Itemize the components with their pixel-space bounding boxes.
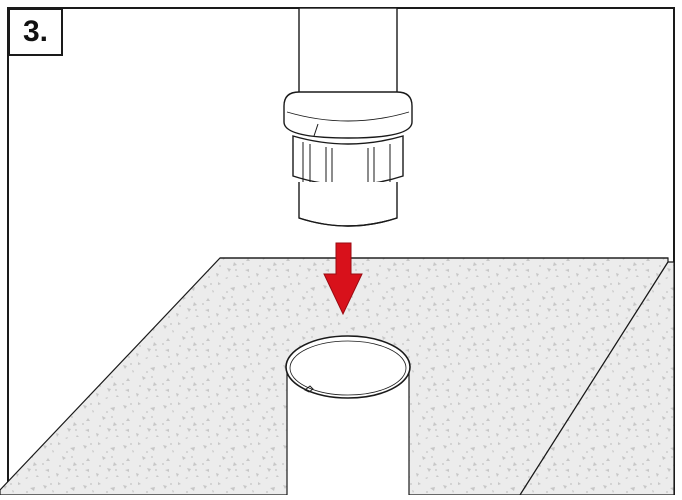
pipe-with-collar: [283, 7, 413, 227]
drilled-hole: [285, 335, 411, 497]
step-number-label: 3.: [8, 8, 63, 56]
arrow-down-icon: [323, 242, 363, 316]
